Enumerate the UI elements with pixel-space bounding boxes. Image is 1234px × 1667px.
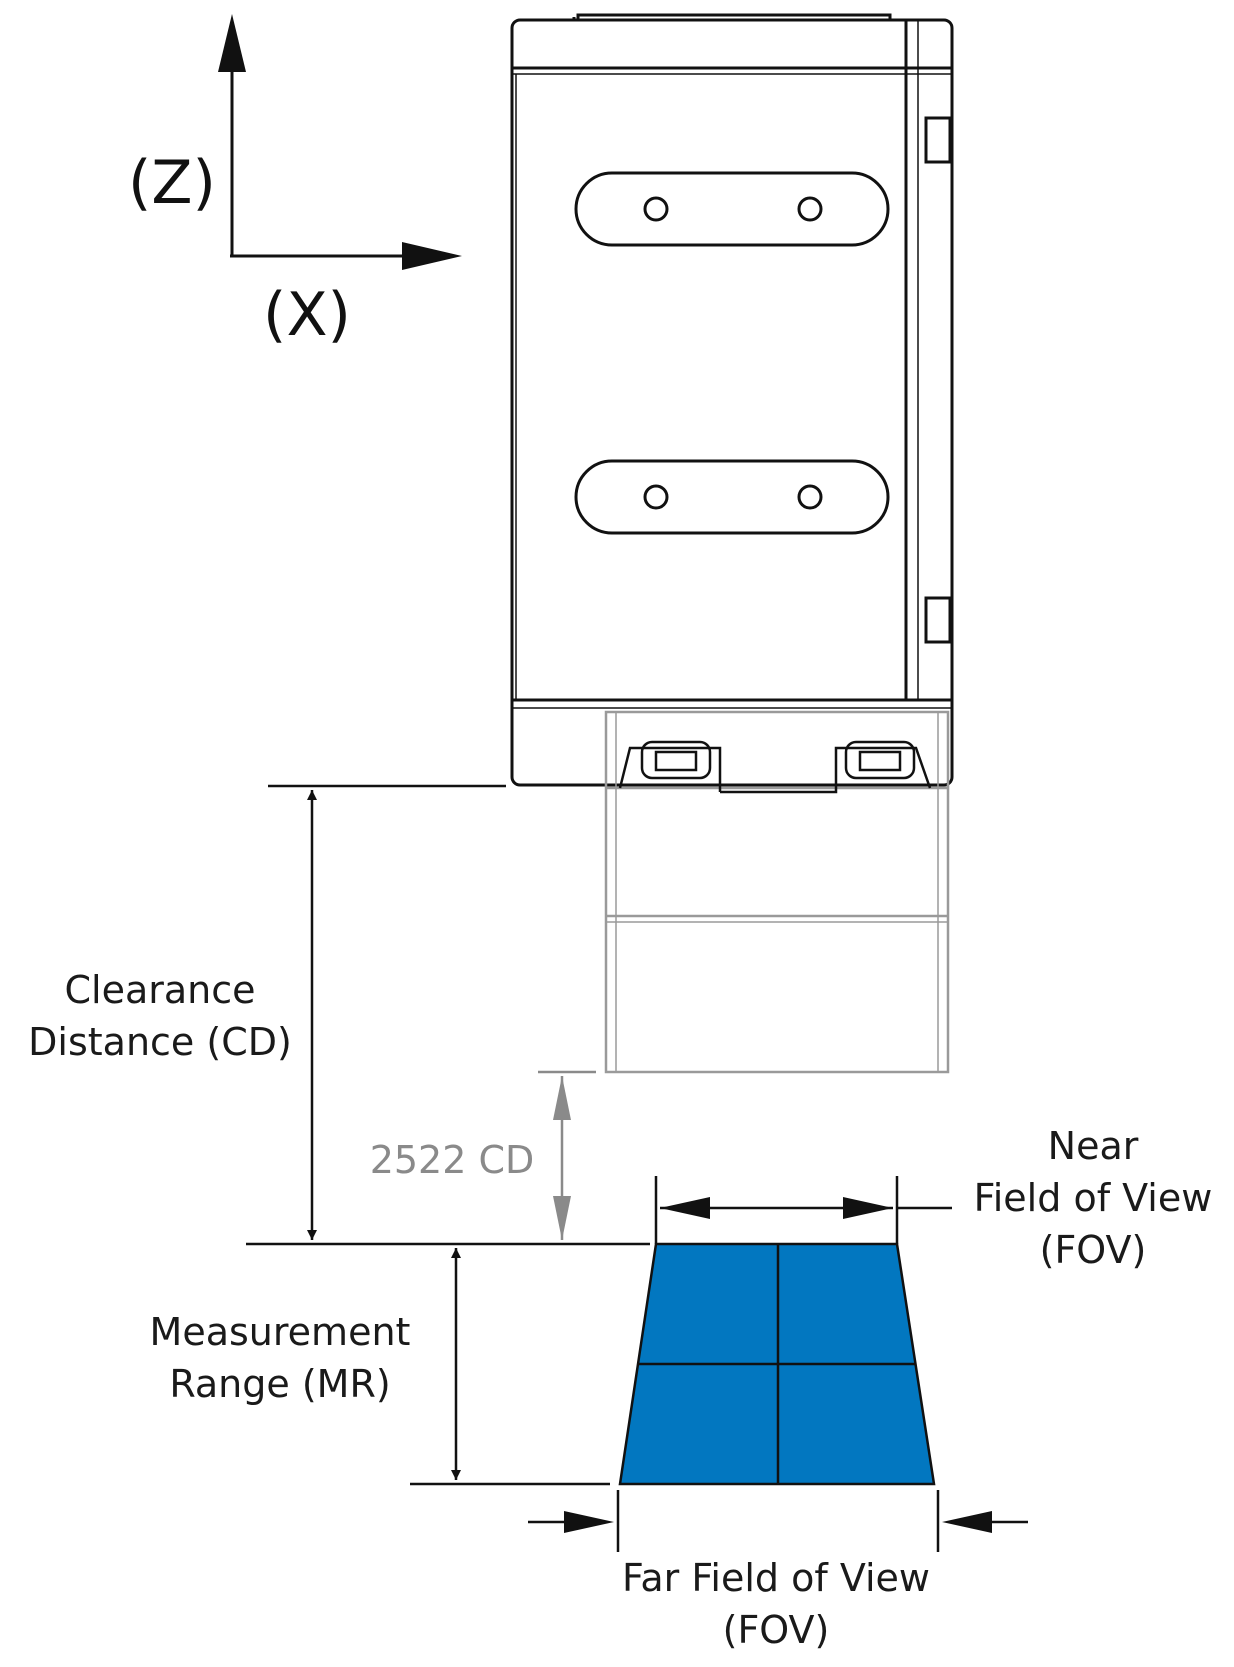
near-fov-line-2: Field of View bbox=[973, 1176, 1213, 1220]
clearance-distance-line-2: Distance (CD) bbox=[28, 1020, 292, 1064]
z-axis-label: (Z) bbox=[128, 148, 216, 218]
window-cover bbox=[604, 710, 950, 1074]
sensor-housing bbox=[510, 18, 954, 787]
measurement-range-line-1: Measurement bbox=[149, 1310, 411, 1354]
mounting-hole bbox=[643, 484, 669, 510]
side-tab-upper bbox=[924, 116, 952, 164]
latch-right bbox=[844, 740, 916, 780]
axis-indicator bbox=[218, 14, 462, 270]
field-of-view-area bbox=[618, 1242, 936, 1486]
measurement-range-line-2: Range (MR) bbox=[169, 1362, 391, 1406]
measurement-range-label: Measurement Range (MR) bbox=[130, 1306, 430, 1410]
sensor-body bbox=[510, 13, 954, 787]
sensor-window-outline bbox=[604, 710, 950, 1074]
mounting-hole bbox=[643, 196, 669, 222]
top-lid bbox=[576, 13, 892, 20]
far-fov-line-2: (FOV) bbox=[722, 1608, 830, 1652]
clearance-distance-line-1: Clearance bbox=[64, 968, 256, 1012]
x-axis-label: (X) bbox=[263, 280, 351, 350]
far-fov-dimension bbox=[528, 1490, 1028, 1552]
far-fov-label: Far Field of View (FOV) bbox=[598, 1552, 954, 1656]
cd-value-dimension bbox=[538, 1070, 596, 1240]
side-tab-lower bbox=[924, 596, 952, 644]
mounting-slot-upper bbox=[574, 171, 890, 247]
x-axis-arrowhead bbox=[402, 242, 462, 270]
z-axis-arrowhead bbox=[218, 14, 246, 72]
clearance-dimension bbox=[246, 784, 650, 1246]
far-fov-line-1: Far Field of View bbox=[621, 1556, 931, 1600]
cd-value-label: 2522 CD bbox=[369, 1138, 535, 1182]
clearance-distance-label: Clearance Distance (CD) bbox=[18, 964, 302, 1068]
window-latches bbox=[618, 740, 932, 794]
near-fov-dimension bbox=[654, 1176, 952, 1244]
measurement-range-dimension bbox=[410, 1248, 610, 1486]
near-fov-line-3: (FOV) bbox=[1039, 1228, 1147, 1272]
near-fov-line-1: Near bbox=[1047, 1124, 1139, 1168]
mounting-hole bbox=[797, 196, 823, 222]
mounting-hole bbox=[797, 484, 823, 510]
mounting-slot-lower bbox=[574, 459, 890, 535]
latch-left bbox=[640, 740, 712, 780]
near-fov-label: Near Field of View (FOV) bbox=[962, 1120, 1224, 1276]
